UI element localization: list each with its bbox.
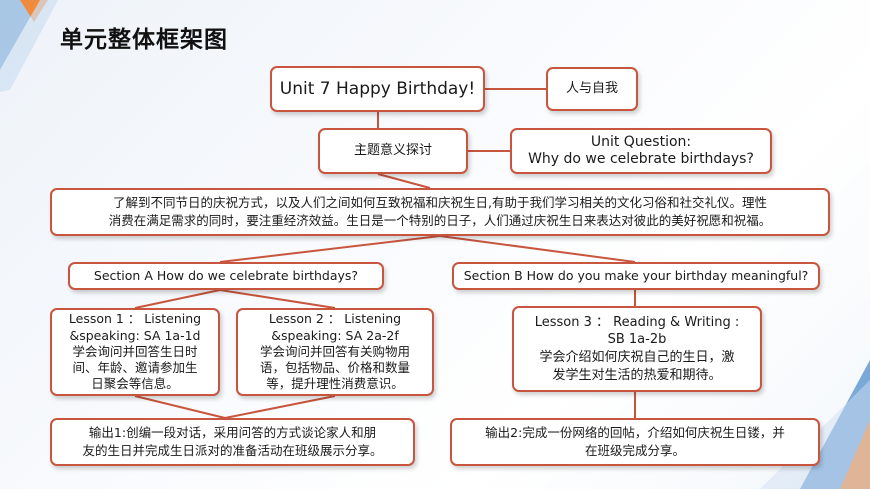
theme-category-box: 人与自我 bbox=[546, 67, 638, 111]
lesson-3-line-4: 发学生对生活的热爱和期待。 bbox=[552, 367, 722, 383]
meaning-box: 了解到不同节日的庆祝方式，以及人们之间如何互致祝福和庆祝生日,有助于我们学习相关… bbox=[50, 188, 830, 236]
output-2-box: 输出2:完成一份网络的回帖，介绍如何庆祝生日镂，并 在班级完成分享。 bbox=[450, 418, 820, 466]
lesson-1-line-4: 间、年龄、邀请参加生 bbox=[72, 360, 198, 376]
section-b-box: Section B How do you make your birthday … bbox=[452, 262, 820, 290]
connector-section-a-to-lesson1 bbox=[134, 289, 221, 309]
unit-question-label: Unit Question: bbox=[590, 133, 692, 150]
lesson-2-line-5: 等，提升理性消费意识。 bbox=[266, 376, 404, 392]
output-1-line-1: 输出1:创编一段对话，采用问答的方式谈论家人和朋 bbox=[88, 424, 377, 440]
lesson-2-line-3: 学会询问并回答有关购物用 bbox=[259, 343, 410, 359]
lesson-3-box: Lesson 3 ： Reading & Writing : SB 1a-2b … bbox=[512, 306, 762, 392]
section-b-title: Section B How do you make your birthday … bbox=[463, 267, 809, 283]
connector-lesson2-to-output1 bbox=[224, 395, 336, 419]
lesson-2-line-1: Lesson 2 ： Listening bbox=[268, 311, 402, 327]
meaning-line-1: 了解到不同节日的庆祝方式，以及人们之间如何互致祝福和庆祝生日,有助于我们学习相关… bbox=[113, 194, 767, 210]
meaning-line-2: 消费在满足需求的同时，要注重经济效益。生日是一个特别的日子，人们通过庆祝生日来表… bbox=[108, 213, 772, 228]
lesson-3-line-3: 学会介绍如何庆祝自己的生日，激 bbox=[539, 350, 735, 365]
topic-box: 主题意义探讨 bbox=[318, 128, 468, 174]
output-1-line-2: 友的生日并完成生日派对的准备活动在班级展示分享。 bbox=[82, 443, 383, 458]
section-a-box: Section A How do we celebrate birthdays? bbox=[68, 262, 384, 290]
connector-meaning-to-section-a bbox=[219, 235, 441, 263]
lesson-2-box: Lesson 2 ： Listening &speaking: SA 2a-2f… bbox=[236, 308, 434, 396]
output-1-box: 输出1:创编一段对话，采用问答的方式谈论家人和朋 友的生日并完成生日派对的准备活… bbox=[50, 418, 415, 466]
connector-section-a-to-lesson2 bbox=[219, 289, 336, 309]
lesson-1-line-2: &speaking: SA 1a-1d bbox=[69, 327, 201, 343]
topic-label: 主题意义探讨 bbox=[353, 143, 432, 159]
lesson-2-line-4: 语，包括物品、价格和数量 bbox=[259, 360, 410, 376]
output-2-line-1: 输出2:完成一份网络的回帖，介绍如何庆祝生日镂，并 bbox=[485, 424, 785, 440]
lesson-1-line-5: 日聚会等信息。 bbox=[91, 376, 179, 392]
section-a-title: Section A How do we celebrate birthdays? bbox=[93, 267, 359, 283]
top-left-light-shape bbox=[0, 0, 58, 92]
lesson-2-line-2: &speaking: SA 2a-2f bbox=[271, 327, 399, 343]
connector-topic-to-meaning bbox=[377, 173, 431, 189]
unit-question-box: Unit Question: Why do we celebrate birth… bbox=[510, 128, 772, 174]
lesson-3-line-1: Lesson 3 ： Reading & Writing : bbox=[534, 314, 740, 330]
output-2-line-2: 在班级完成分享。 bbox=[584, 443, 685, 458]
unit-question-text: Why do we celebrate birthdays? bbox=[528, 151, 754, 167]
lesson-1-line-1: Lesson 1 ： Listening bbox=[68, 311, 202, 327]
page-title: 单元整体框架图 bbox=[60, 27, 228, 53]
lesson-1-line-3: 学会询问并回答生日时 bbox=[72, 343, 198, 359]
lesson-3-line-2: SB 1a-2b bbox=[607, 332, 667, 348]
connector-lesson1-to-output1 bbox=[134, 395, 226, 419]
unit-title: Unit 7 Happy Birthday! bbox=[279, 78, 476, 99]
lesson-1-box: Lesson 1 ： Listening &speaking: SA 1a-1d… bbox=[50, 308, 220, 396]
connector-meaning-to-section-b bbox=[439, 235, 636, 263]
theme-category: 人与自我 bbox=[565, 81, 618, 97]
unit-title-box: Unit 7 Happy Birthday! bbox=[270, 66, 485, 112]
